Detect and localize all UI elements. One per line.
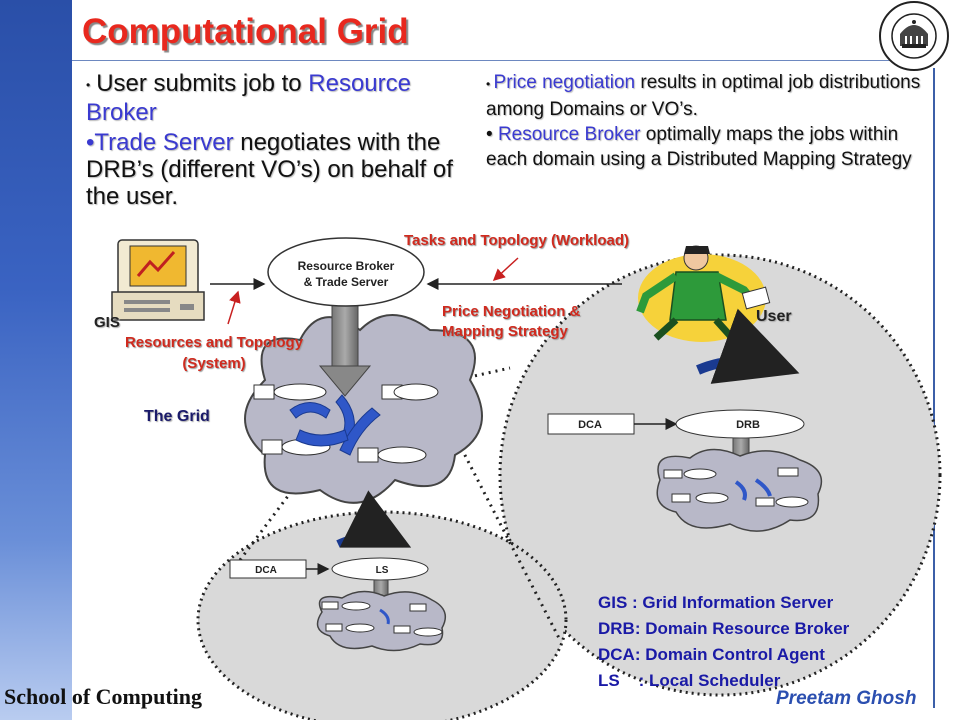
left-bullet-list: • User submits job to Resource Broker •Tr…: [86, 70, 458, 210]
bullet-highlight: Price negotiation: [493, 72, 636, 93]
price-negotiation-label: Price Negotiation & Mapping Strategy: [442, 302, 580, 342]
ls-label: LS: [376, 565, 389, 576]
bullet-highlight: Resource Broker: [86, 70, 411, 126]
dotted-link-right: [450, 429, 562, 641]
dotted-link-left: [238, 479, 302, 561]
bullet-highlight: Resource Broker: [497, 124, 641, 145]
domain-2-arrow: [336, 490, 412, 548]
broker-label-line1: Resource Broker: [298, 259, 395, 273]
bullet-text: optimally maps the jobs within each doma…: [486, 124, 912, 170]
grid-nodes: [253, 383, 439, 464]
price-label-line2: Mapping Strategy: [442, 323, 568, 340]
right-bullet-list: • Price negotiation results in optimal j…: [486, 70, 926, 172]
bullet-dot: •: [86, 77, 91, 92]
resources-label-line2: (System): [182, 355, 246, 372]
right-divider: [933, 68, 935, 708]
drb-label: DRB: [736, 419, 760, 431]
resources-topology-label: Resources and Topology (System): [104, 332, 324, 374]
pointer-tasks: [492, 257, 519, 282]
bullet-dot: •: [486, 124, 498, 145]
bullet-highlight: •Trade Server: [86, 128, 234, 156]
pointer-resources: [227, 290, 241, 325]
user-label: User: [756, 308, 792, 325]
resource-broker-node: [267, 237, 425, 307]
computer-icon: [111, 239, 205, 321]
grid-flow-arrows: [289, 394, 381, 456]
slide-title: Computational Grid: [82, 12, 409, 51]
bullet-text: results in optimal job distributions amo…: [486, 72, 921, 120]
dca-label-1: DCA: [578, 419, 602, 431]
legend-item: LS : Local Scheduler: [598, 671, 781, 690]
legend-item: DRB: Domain Resource Broker: [598, 619, 850, 638]
footer-author: Preetam Ghosh: [776, 688, 917, 709]
bullet-price-negotiation: • Price negotiation results in optimal j…: [486, 70, 926, 122]
university-seal-logo: [879, 1, 949, 71]
bullet-resource-broker-maps: • Resource Broker optimally maps the job…: [486, 122, 926, 172]
bullet-dot: •: [486, 77, 494, 91]
domain-2-cloud: [316, 590, 447, 652]
tasks-topology-label: Tasks and Topology (Workload): [404, 232, 630, 249]
bullet-text: negotiates with the DRB’s (different VO’…: [86, 128, 453, 210]
domain-1-cloud: [656, 448, 823, 532]
dotted-link-top: [433, 366, 511, 387]
grid-label: The Grid: [144, 408, 210, 425]
header-divider: [72, 60, 932, 61]
legend-item: DCA: Domain Control Agent: [598, 645, 825, 664]
left-decorative-bar: [0, 0, 72, 720]
bullet-user-submits: • User submits job to Resource Broker: [86, 70, 458, 127]
price-label-line1: Price Negotiation &: [442, 303, 581, 320]
dca-label-2: DCA: [255, 565, 277, 576]
gis-label: GIS: [94, 314, 120, 331]
legend-list: GIS : Grid Information Server DRB: Domai…: [598, 590, 849, 694]
bullet-trade-server: •Trade Server negotiates with the DRB’s …: [86, 129, 458, 210]
bullet-text: User submits job to: [96, 70, 309, 97]
broker-label-line2: & Trade Server: [304, 275, 389, 289]
legend-item: GIS : Grid Information Server: [598, 593, 834, 612]
domain-1-pillar: [696, 308, 800, 384]
resources-label-line1: Resources and Topology: [124, 334, 304, 351]
footer-school: School of Computing: [4, 684, 203, 709]
